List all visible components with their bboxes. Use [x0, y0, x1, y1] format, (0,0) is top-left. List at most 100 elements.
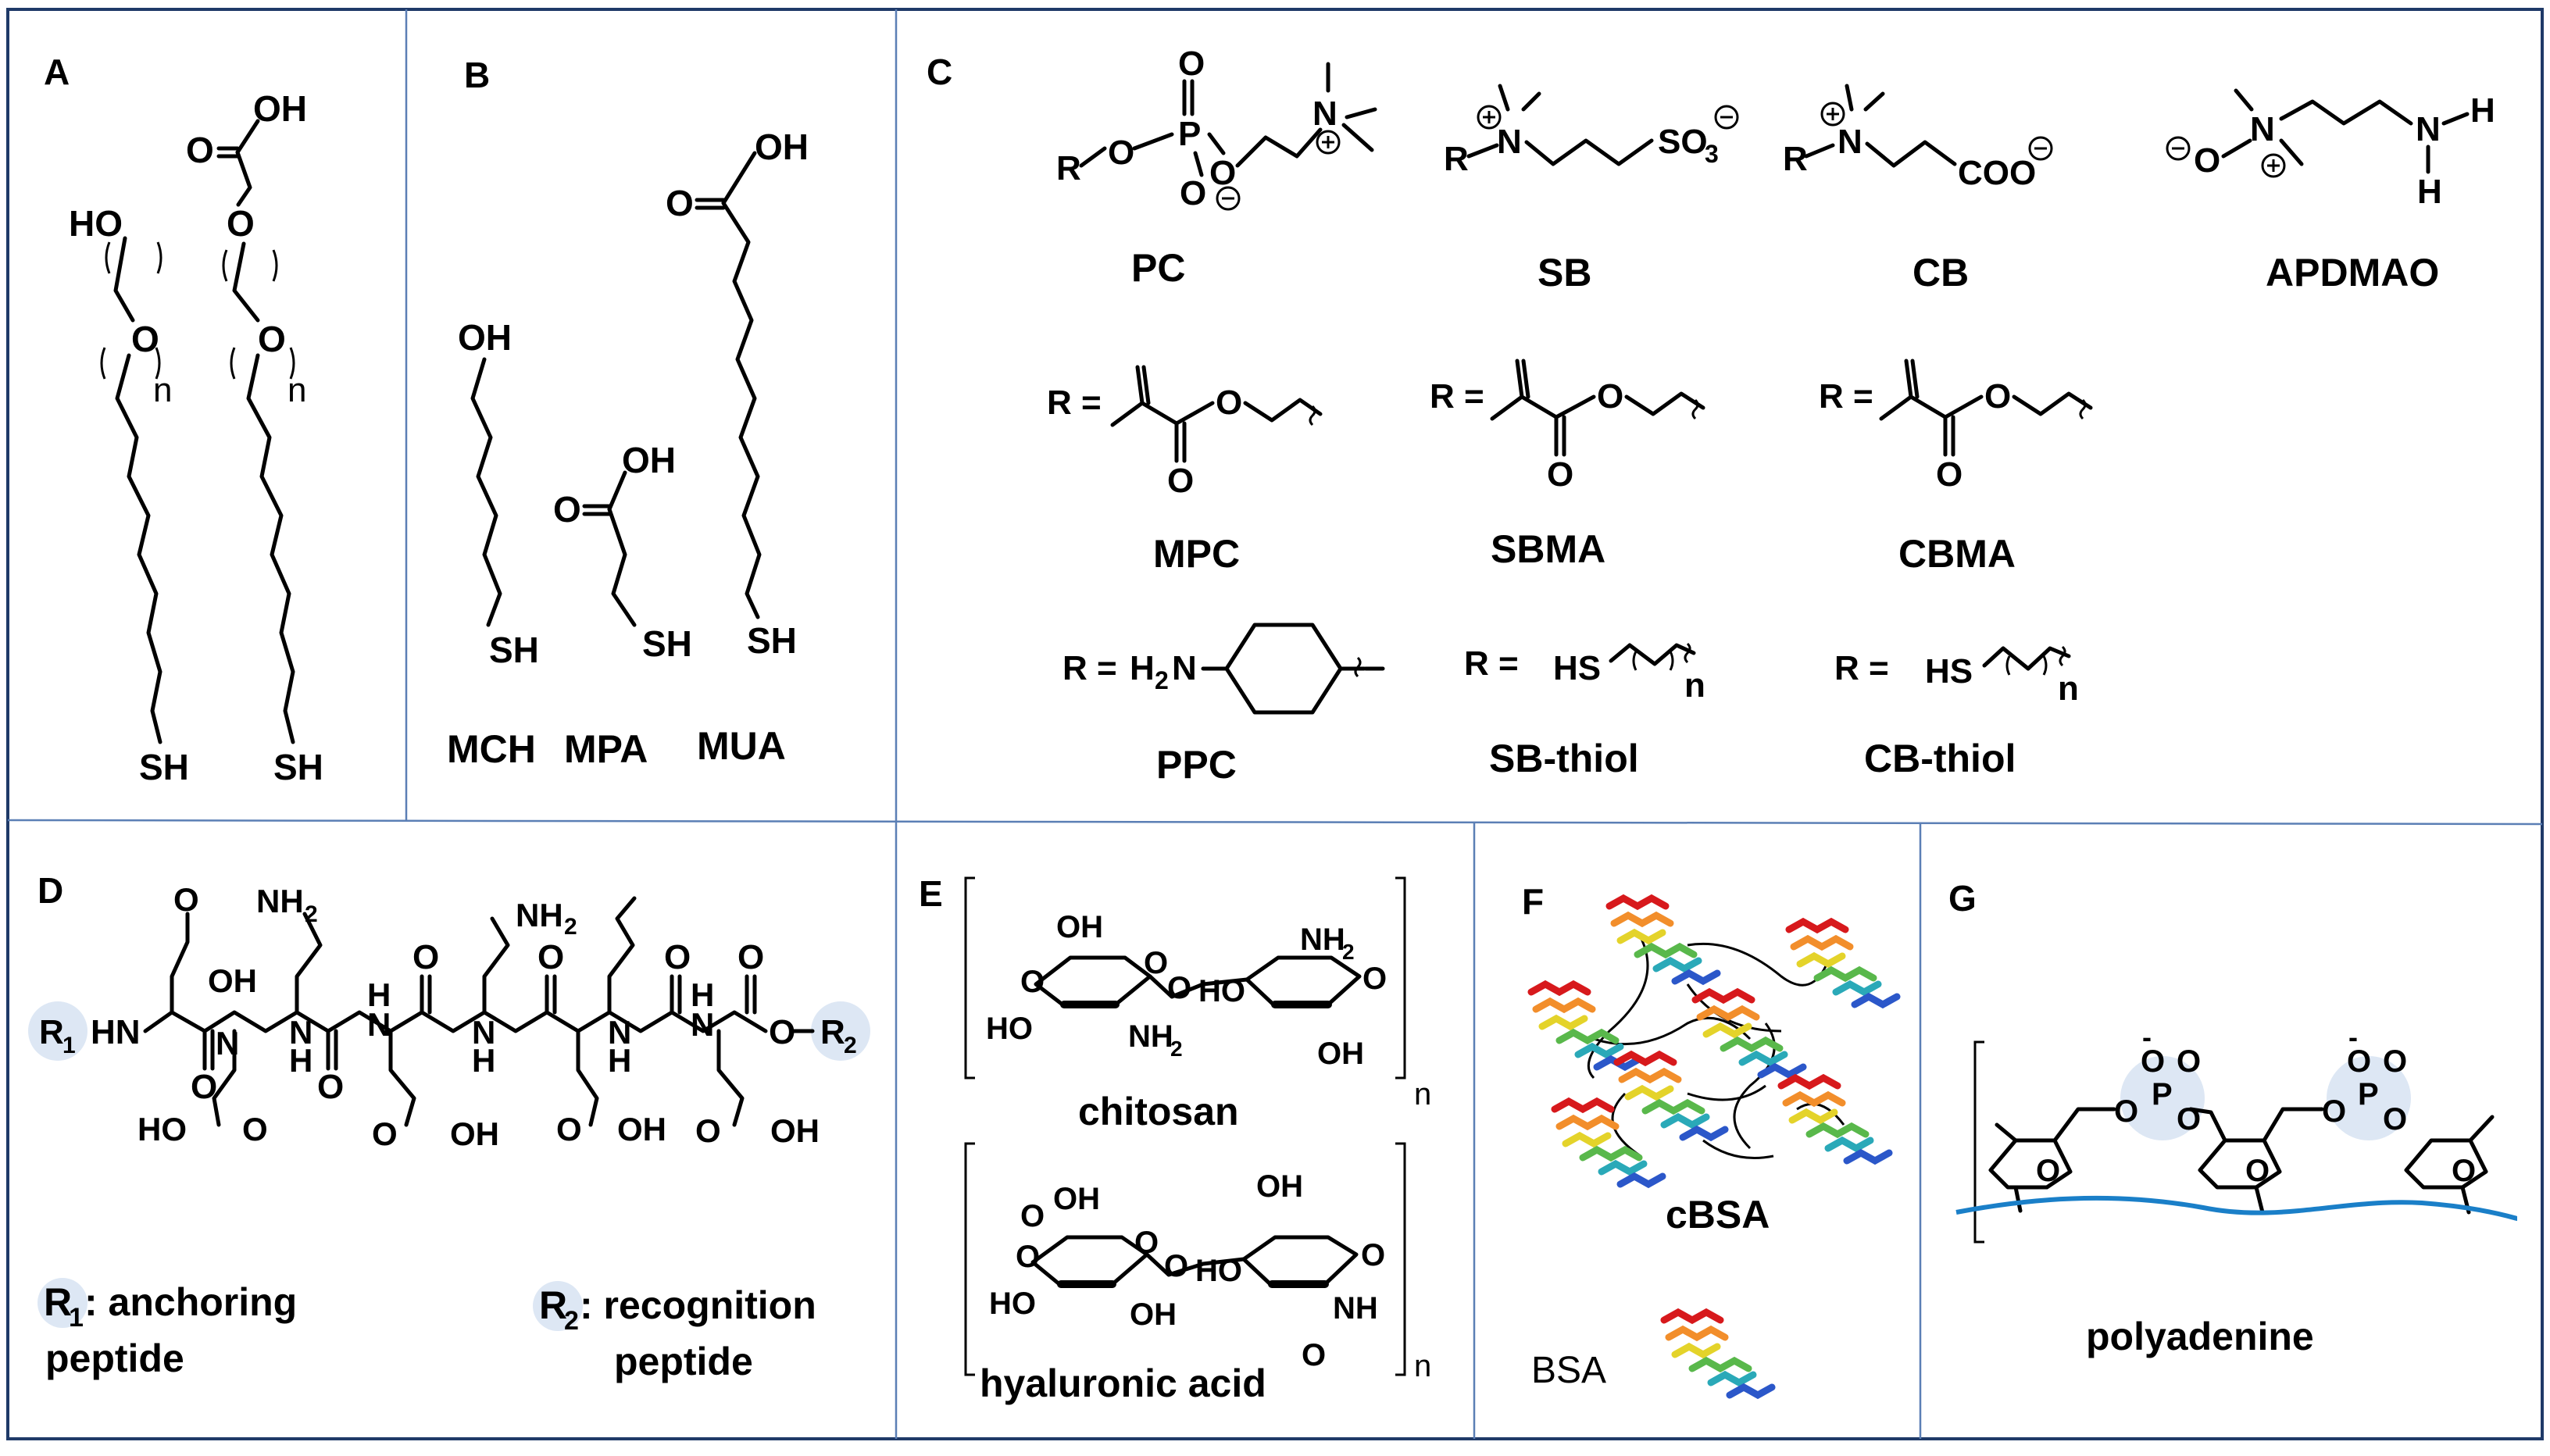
svg-text:CB: CB: [1912, 251, 1969, 294]
svg-text:HO: HO: [989, 1286, 1036, 1321]
svg-text:N: N: [608, 1014, 631, 1051]
dna-strand-line: [1955, 1195, 2518, 1221]
svg-text:O: O: [173, 881, 199, 918]
panel-f: F cBSA BSA: [1522, 881, 1897, 1395]
svg-text:O: O: [538, 938, 564, 976]
svg-text:HS: HS: [1553, 649, 1601, 687]
svg-text:OH: OH: [1256, 1169, 1303, 1204]
panel-label-f: F: [1522, 881, 1544, 922]
atom-sh: SH: [139, 747, 189, 787]
svg-text:SO: SO: [1658, 123, 1708, 161]
svg-text:HO: HO: [1198, 974, 1245, 1008]
svg-text:NH: NH: [256, 883, 304, 919]
svg-text:O: O: [2245, 1154, 2270, 1188]
svg-text:HO: HO: [986, 1012, 1033, 1046]
atom-o-ether: O: [227, 203, 255, 244]
svg-text:2: 2: [564, 914, 577, 940]
svg-text:peptide: peptide: [614, 1340, 753, 1383]
peg-thiol-carboxyl: O OH O O n SH: [186, 88, 323, 787]
svg-text:OH: OH: [450, 1115, 499, 1152]
svg-text:O: O: [769, 1013, 795, 1051]
svg-text:O: O: [1164, 1249, 1188, 1283]
svg-text:O: O: [1936, 455, 1962, 494]
svg-text:R =: R =: [1464, 644, 1519, 683]
mpa-o: O: [553, 489, 581, 530]
svg-text:R =: R =: [1834, 649, 1889, 687]
svg-text:2: 2: [305, 901, 318, 927]
svg-text:O: O: [1216, 384, 1242, 422]
svg-text:O: O: [1180, 174, 1206, 212]
panel-d: D R 1 HN O O O O O O O R 2 N N H H N N H…: [28, 870, 870, 1383]
svg-text:-: -: [2348, 1021, 2358, 1053]
svg-text:O: O: [1020, 965, 1045, 999]
svg-text:1: 1: [62, 1033, 76, 1058]
svg-text:n: n: [1414, 1349, 1431, 1383]
svg-text:P: P: [1178, 115, 1201, 153]
structure-cbma: R = O O CBMA: [1819, 359, 2093, 576]
bsa-protein-icon: [1664, 1312, 1772, 1395]
mua-oh: OH: [755, 127, 809, 167]
svg-text:HO: HO: [1195, 1254, 1242, 1288]
svg-text:O: O: [1167, 462, 1194, 500]
svg-text:MPC: MPC: [1153, 532, 1240, 576]
svg-text:SB: SB: [1538, 251, 1591, 294]
svg-text:N: N: [691, 1006, 714, 1043]
structure-sbma: R = O O SBMA: [1430, 359, 1705, 571]
svg-text:O: O: [2114, 1094, 2138, 1129]
svg-text:H: H: [367, 976, 391, 1013]
svg-text:H: H: [691, 976, 714, 1013]
structure-sb: R N SO 3 SB: [1444, 84, 1739, 294]
svg-text:O: O: [1016, 1240, 1040, 1274]
repeat-n-2: n: [288, 371, 306, 409]
svg-text:CB-thiol: CB-thiol: [1864, 737, 2016, 780]
svg-text:NH: NH: [1333, 1291, 1378, 1326]
panel-e: E n OH O O HO NH 2 O HO NH 2 O OH chitos…: [919, 873, 1431, 1405]
structure-sb-thiol: R = HS n SB-thiol: [1464, 642, 1705, 780]
svg-text:O: O: [2194, 141, 2220, 180]
svg-text:O: O: [2036, 1154, 2060, 1188]
svg-text:O: O: [1167, 971, 1191, 1005]
svg-text:O: O: [1209, 154, 1236, 192]
svg-text:n: n: [2058, 669, 2079, 708]
name-mua: MUA: [697, 724, 786, 768]
structure-pc: O P R O O O N PC: [1056, 45, 1377, 290]
structure-apdmao: O N N H H APDMAO: [2166, 88, 2495, 294]
svg-text:2: 2: [1155, 666, 1169, 694]
svg-text:N: N: [289, 1014, 312, 1051]
svg-text:O: O: [695, 1112, 721, 1149]
svg-text:OH: OH: [1056, 910, 1103, 944]
svg-text:peptide: peptide: [45, 1336, 184, 1380]
svg-text:O: O: [2383, 1102, 2407, 1137]
panel-b: B OH SH MCH O OH SH MPA O OH SH MUA: [447, 55, 809, 771]
svg-text:R: R: [1783, 140, 1808, 178]
svg-text:O: O: [1144, 946, 1168, 980]
svg-text:O: O: [2177, 1102, 2201, 1137]
svg-text:R: R: [539, 1283, 567, 1327]
svg-text:OH: OH: [1053, 1182, 1100, 1216]
svg-text:O: O: [1547, 455, 1573, 494]
svg-text:O: O: [2383, 1044, 2407, 1079]
svg-text:NH: NH: [1128, 1019, 1173, 1054]
svg-text:O: O: [1108, 134, 1134, 172]
svg-text:N: N: [2416, 110, 2441, 148]
name-cbsa: cBSA: [1666, 1193, 1770, 1237]
name-hyaluronic-acid: hyaluronic acid: [980, 1361, 1266, 1405]
name-polyadenine: polyadenine: [2086, 1315, 2314, 1358]
svg-text:O: O: [1597, 377, 1623, 416]
panel-label-e: E: [919, 873, 943, 914]
name-mpa: MPA: [564, 727, 648, 771]
svg-text:O: O: [2347, 1044, 2371, 1079]
svg-text:-: -: [2142, 1021, 2152, 1053]
svg-text:O: O: [664, 938, 691, 976]
svg-text:O: O: [2177, 1044, 2201, 1079]
svg-text:CBMA: CBMA: [1898, 532, 2016, 576]
mpa-sh: SH: [642, 623, 692, 664]
mpa-oh: OH: [622, 440, 676, 480]
svg-text:R =: R =: [1819, 377, 1873, 416]
panel-g: G O O O O P O - O O O P O - O O polyaden…: [1948, 878, 2518, 1358]
svg-text:O: O: [2452, 1154, 2476, 1188]
svg-text:H: H: [608, 1042, 631, 1079]
peg-thiol-hydroxyl: HO O n SH: [69, 203, 189, 787]
svg-text:R =: R =: [1047, 384, 1102, 422]
svg-text:HN: HN: [91, 1013, 141, 1051]
